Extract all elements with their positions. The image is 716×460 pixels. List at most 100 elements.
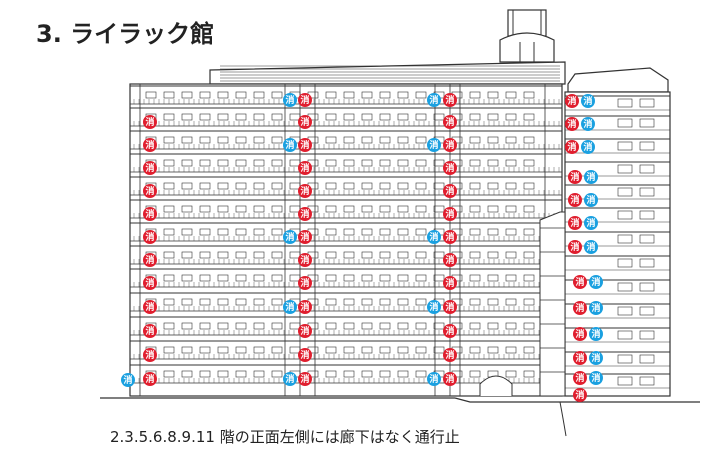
ground-line <box>100 397 700 403</box>
structure-rect <box>415 251 427 259</box>
extinguisher-badge-label: 消 <box>300 208 309 220</box>
structure-rect <box>289 346 301 354</box>
structure-rect <box>361 228 373 236</box>
structure-rect <box>617 98 633 108</box>
structure-rect <box>487 182 499 190</box>
structure-rect <box>487 228 499 236</box>
extinguisher-badge-label: 消 <box>445 325 454 337</box>
structure-rect <box>343 322 355 330</box>
structure-rect <box>361 370 373 378</box>
structure-rect <box>505 91 517 99</box>
structure-rect <box>253 274 265 282</box>
structure-rect <box>181 370 193 378</box>
structure-rect <box>639 234 655 244</box>
structure-rect <box>271 205 283 213</box>
structure-rect <box>271 182 283 190</box>
structure-rect <box>379 274 391 282</box>
structure-rect <box>181 136 193 144</box>
structure-rect <box>361 298 373 306</box>
structure-rect <box>217 228 229 236</box>
structure-rect <box>361 136 373 144</box>
structure-rect <box>469 370 481 378</box>
structure-rect <box>343 346 355 354</box>
extinguisher-badge-label: 消 <box>145 231 154 243</box>
structure-rect <box>379 346 391 354</box>
extinguisher-badge <box>283 300 297 314</box>
structure-rect <box>415 182 427 190</box>
structure-rect <box>505 298 517 306</box>
structure-rect <box>523 322 535 330</box>
structure-rect <box>253 91 265 99</box>
structure-rect <box>469 182 481 190</box>
extinguisher-badge <box>298 161 312 175</box>
extinguisher-badge <box>283 138 297 152</box>
extinguisher-badge-label: 消 <box>591 328 600 340</box>
structure-rect <box>487 159 499 167</box>
extinguisher-badge <box>443 276 457 290</box>
extinguisher-badge-label: 消 <box>575 352 584 364</box>
building-structure <box>100 9 700 437</box>
structure-rect <box>325 205 337 213</box>
structure-rect <box>433 205 445 213</box>
structure-rect <box>289 182 301 190</box>
structure-rect <box>217 346 229 354</box>
extinguisher-badge <box>565 94 579 108</box>
structure-rect <box>505 205 517 213</box>
structure-rect <box>639 164 655 174</box>
structure-rect <box>217 251 229 259</box>
structure-rect <box>217 274 229 282</box>
structure-rect <box>181 113 193 121</box>
caption-note: 2.3.5.6.8.9.11 階の正面左側には廊下はなく通行止 <box>110 428 460 446</box>
structure-rect <box>271 91 283 99</box>
structure-rect <box>397 322 409 330</box>
page-title: 3. ライラック館 <box>36 20 215 48</box>
structure-rect <box>487 298 499 306</box>
structure-rect <box>415 91 427 99</box>
structure-rect <box>379 113 391 121</box>
right-roof <box>567 67 669 93</box>
extinguisher-badge <box>568 193 582 207</box>
extinguisher-badge <box>443 115 457 129</box>
structure-rect <box>397 274 409 282</box>
structure-rect <box>379 322 391 330</box>
structure-rect <box>505 228 517 236</box>
structure-rect <box>289 113 301 121</box>
structure-rect <box>397 113 409 121</box>
structure-rect <box>639 187 655 197</box>
extinguisher-badge <box>143 161 157 175</box>
structure-rect <box>415 113 427 121</box>
extinguisher-badge <box>298 184 312 198</box>
extinguisher-badge-label: 消 <box>145 162 154 174</box>
structure-rect <box>505 136 517 144</box>
extinguisher-badge <box>298 348 312 362</box>
structure-rect <box>163 346 175 354</box>
extinguisher-badge-label: 消 <box>429 301 438 313</box>
structure-rect <box>271 228 283 236</box>
extinguisher-badge <box>443 138 457 152</box>
extinguisher-badge-label: 消 <box>445 185 454 197</box>
extinguisher-badge <box>427 372 441 386</box>
structure-rect <box>361 274 373 282</box>
structure-rect <box>199 370 211 378</box>
structure-rect <box>397 91 409 99</box>
main-roof <box>209 61 566 85</box>
extinguisher-badge <box>443 300 457 314</box>
structure-rect <box>397 136 409 144</box>
structure-rect <box>181 251 193 259</box>
structure-rect <box>415 136 427 144</box>
structure-rect <box>617 164 633 174</box>
structure-rect <box>523 228 535 236</box>
structure-rect <box>343 182 355 190</box>
structure-rect <box>271 274 283 282</box>
extinguisher-badge <box>573 301 587 315</box>
extinguisher-badge <box>573 327 587 341</box>
structure-rect <box>361 91 373 99</box>
extinguisher-badge <box>427 93 441 107</box>
structure-rect <box>523 159 535 167</box>
extinguisher-badge-label: 消 <box>285 373 294 385</box>
extinguisher-badge-label: 消 <box>145 116 154 128</box>
structure-rect <box>199 182 211 190</box>
structure-rect <box>415 159 427 167</box>
extinguisher-badge-label: 消 <box>570 194 579 206</box>
extinguisher-badge <box>283 372 297 386</box>
